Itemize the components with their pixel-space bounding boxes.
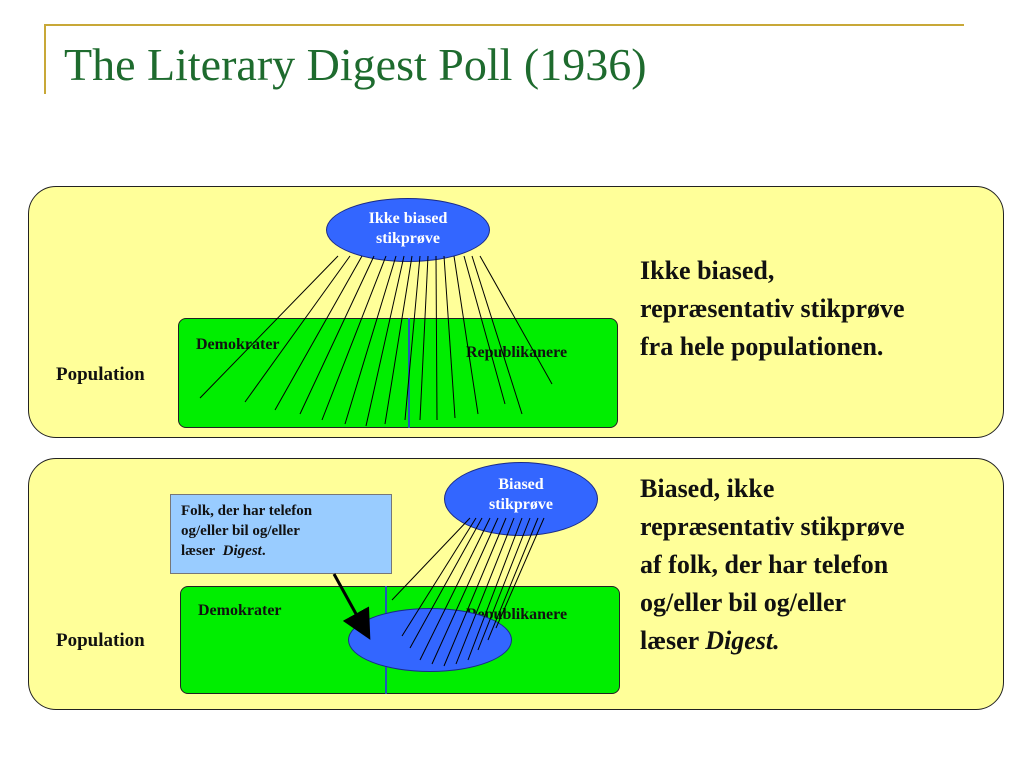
sampling-line [409, 517, 483, 649]
sampling-line [487, 517, 539, 641]
unbiased-sampling-lines [199, 255, 553, 427]
sampling-line [479, 255, 553, 385]
sampling-line [344, 255, 397, 425]
sampling-line [443, 517, 507, 667]
title-accent-vertical [44, 24, 46, 94]
sampling-line [401, 517, 477, 637]
biased-description-line4: og/eller bil og/eller [640, 588, 847, 617]
note-line3-italic: Digest [222, 543, 262, 559]
sampling-line [244, 255, 351, 403]
sampling-line [321, 255, 387, 421]
unbiased-sample-oval: Ikke biased stikprøve [326, 198, 490, 262]
unbiased-description: Ikke biased, repræsentativ stikprøve fra… [640, 252, 905, 366]
note-pointer-arrow [332, 573, 371, 640]
biased-description-last-prefix: læser [640, 626, 699, 655]
note-line1: Folk, der har telefon [181, 503, 313, 519]
title-accent-horizontal [44, 24, 964, 26]
biased-sample-oval: Biased stikprøve [444, 462, 598, 536]
biased-description-last-italic: Digest. [705, 626, 780, 655]
sampling-line [419, 517, 491, 661]
unbiased-oval-line2: stikprøve [376, 230, 440, 247]
note-line2: og/eller bil og/eller [181, 523, 300, 539]
sampling-line [453, 255, 479, 415]
republicans-label: Republikanere [466, 344, 568, 361]
sampling-line [274, 255, 363, 411]
sampling-line [443, 255, 456, 419]
democrats-label: Demokrater [196, 336, 280, 353]
population-label: Population [56, 364, 145, 385]
sampling-line [495, 517, 545, 629]
note-line3-prefix: læser [181, 543, 216, 559]
biased-description: Biased, ikke repræsentativ stikprøve af … [640, 470, 905, 660]
note-line3-suffix: . [261, 543, 266, 559]
biased-oval-line1: Biased [498, 476, 544, 493]
population-box-unbiased [178, 318, 618, 428]
biased-description-line2: repræsentativ stikprøve [640, 512, 905, 541]
sampling-line [384, 255, 413, 425]
democrats-label: Demokrater [198, 602, 282, 619]
sampling-line [404, 255, 421, 421]
sampling-line [419, 255, 429, 421]
biased-description-line5: læser Digest. [640, 622, 905, 660]
population-label: Population [56, 630, 145, 651]
biased-oval-line2: stikprøve [489, 496, 553, 513]
note-line3: læser Digest. [181, 541, 381, 561]
biased-description-line3: af folk, der har telefon [640, 550, 889, 579]
unbiased-description-line2: repræsentativ stikprøve [640, 294, 905, 323]
unbiased-oval-line1: Ikke biased [368, 210, 448, 227]
biased-sampling-lines [391, 517, 545, 667]
digest-readers-note: Folk, der har telefon og/eller bil og/el… [170, 494, 392, 574]
sampling-line [299, 255, 375, 415]
sampling-line [431, 517, 499, 665]
slide-title: The Literary Digest Poll (1936) [64, 39, 647, 90]
sampling-line [477, 517, 531, 651]
unbiased-description-line3: fra hele populationen. [640, 332, 884, 361]
sampling-line [199, 255, 339, 399]
sampling-line [463, 255, 506, 405]
sampling-line [435, 255, 438, 421]
sampling-line [391, 517, 471, 601]
unbiased-description-line1: Ikke biased, [640, 256, 775, 285]
sampling-line [467, 517, 523, 661]
sampling-line [455, 517, 515, 665]
sampling-line [471, 255, 523, 415]
biased-description-line1: Biased, ikke [640, 474, 775, 503]
sampling-line [365, 255, 405, 427]
